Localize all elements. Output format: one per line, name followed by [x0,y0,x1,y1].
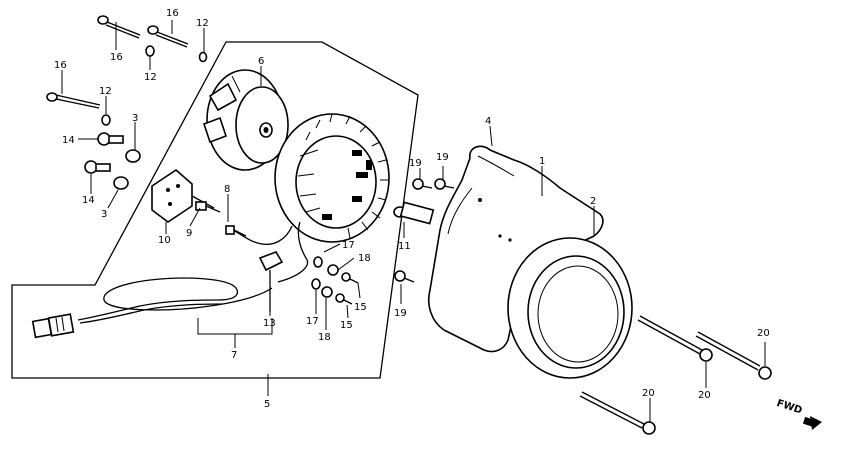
callout-17b: 17 [306,316,319,327]
callout-19b: 19 [436,152,449,163]
washer-12-b [198,51,208,63]
callout-3a: 3 [132,113,138,124]
bolt-14-lower [84,160,129,190]
bolt-20-b [695,331,772,380]
washer-17-b [311,278,321,290]
callout-16a: 16 [110,52,123,63]
fwd-label: FWD [775,398,803,417]
stator-coil [274,113,390,243]
bolt-19-c [394,270,415,283]
bolt-14-upper [97,132,141,163]
washer-12-a [145,45,155,57]
bracket-7 [197,318,273,335]
screw-15-b [335,293,353,305]
nut-18-a [327,264,339,276]
bolt-19-a [412,178,433,190]
callout-8: 8 [224,184,230,195]
screw-15-a [341,272,359,284]
stator-lead-wire-2 [227,225,293,246]
bolt-20-a [637,315,713,362]
callout-1: 1 [539,156,545,167]
callout-6: 6 [258,56,264,67]
callout-14b: 14 [82,195,95,206]
callout-19a: 19 [409,158,422,169]
wire-harness-7-b [79,303,223,324]
callout-20c: 20 [642,388,655,399]
nut-18-b [321,286,333,298]
callout-12b: 12 [144,72,157,83]
callout-10: 10 [158,235,171,246]
callout-12c: 12 [99,86,112,97]
bolt-11 [393,201,435,225]
callout-15b: 15 [340,320,353,331]
bolt-16-left [46,92,101,109]
callout-17a: 17 [342,240,355,251]
stator-lead-wire [277,221,309,283]
washer-12-c [101,114,111,126]
bolt-19-b [434,178,455,190]
clamp-13 [258,251,284,312]
assembly-outline-5 [11,41,419,379]
callout-14a: 14 [62,135,75,146]
bolt-16-middle [147,25,189,48]
washer-17-a [313,256,323,268]
callout-9: 9 [186,228,192,239]
callout-16b: 16 [166,8,179,19]
pickup-coil-10 [151,168,215,223]
fwd-arrow-shaft [802,416,814,427]
callout-20a: 20 [757,328,770,339]
bolt-16-upper [97,15,141,39]
callout-13: 13 [263,318,276,329]
cover-2 [507,237,633,379]
screw-9 [195,201,221,213]
wire-connector [31,313,75,339]
wire-harness-7 [77,277,273,321]
leader-lines [61,20,766,422]
callout-11: 11 [398,241,411,252]
callout-7: 7 [231,350,237,361]
callout-15a: 15 [354,302,367,313]
callout-2: 2 [590,196,596,207]
callout-18b: 18 [318,332,331,343]
callout-19c: 19 [394,308,407,319]
callout-12a: 12 [196,18,209,29]
rotor-6 [202,69,289,171]
callout-labels: 16 16 12 12 16 12 6 3 14 14 3 8 9 10 17 … [54,8,770,410]
callout-5: 5 [264,399,270,410]
callout-18a: 18 [358,253,371,264]
screw-8 [225,225,247,237]
bolt-20-c [579,391,656,435]
forward-direction-indicator: FWD [775,398,822,430]
callout-20b: 20 [698,390,711,401]
callout-3b: 3 [101,209,107,220]
callout-16c: 16 [54,60,67,71]
callout-4: 4 [485,116,491,127]
